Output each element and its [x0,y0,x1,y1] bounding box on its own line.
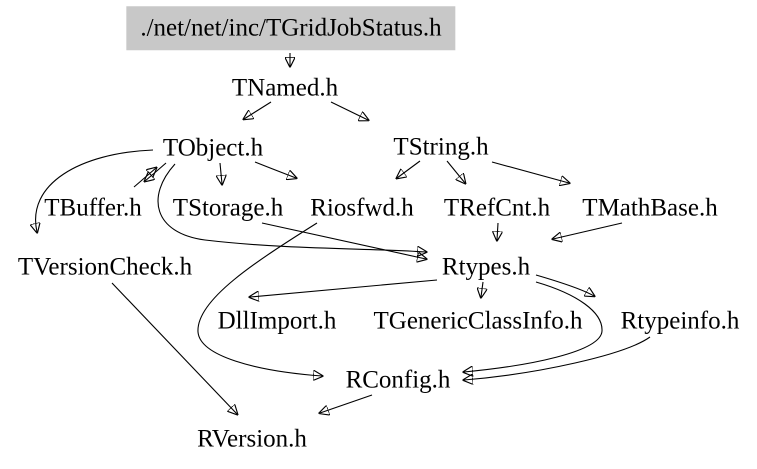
edge-tobject-tstorage [220,162,222,184]
node-tversioncheck[interactable]: TVersionCheck.h [17,253,193,281]
node-rtypes[interactable]: Rtypes.h [441,253,531,281]
node-tstring[interactable]: TString.h [393,133,489,161]
edge-rtypes-rconfig [464,281,603,372]
edge-tobject-riosfwd [254,161,296,178]
edge-tobject-tversioncheck [36,149,154,232]
edge-rtypes-tgenericclassinfo [481,281,483,297]
edge-rconfig-rversion [320,394,373,413]
node-rconfig[interactable]: RConfig.h [345,366,451,394]
node-trefcnt[interactable]: TRefCnt.h [443,194,551,222]
edge-riosfwd-rconfig [197,222,322,376]
edge-tstring-riosfwd [397,160,421,178]
edge-tobject-tbuffer [145,162,167,181]
node-rversion[interactable]: RVersion.h [197,425,307,453]
edge-rtypeinfo-rconfig [464,336,651,380]
node-tbuffer[interactable]: TBuffer.h [44,194,142,222]
node-dllimport[interactable]: DllImport.h [217,307,337,335]
edge-rtypes-dllimport [250,279,438,297]
edge-rtypes-rtypeinfo [535,274,594,296]
node-tgenericclassinfo[interactable]: TGenericClassInfo.h [373,307,583,335]
node-riosfwd[interactable]: Riosfwd.h [310,194,414,222]
edge-tstring-trefcnt [446,160,465,183]
node-rtypeinfo[interactable]: Rtypeinfo.h [620,307,740,335]
edge-tstring-tmathbase [491,161,569,183]
node-tgridjobstatus: ./net/net/inc/TGridJobStatus.h [126,6,456,50]
node-tobject[interactable]: TObject.h [162,134,264,162]
edge-tstorage-rtypes [261,222,426,259]
edge-tnamed-tstring [330,101,368,120]
edge-tbuffer-tobject [133,168,156,188]
edge-trefcnt-rtypes [497,222,498,240]
edge-tnamed-tobject [244,101,272,119]
edge-tmathbase-rtypes [553,222,623,239]
node-tmathbase[interactable]: TMathBase.h [582,194,718,222]
node-tstorage[interactable]: TStorage.h [172,194,284,222]
edge-tobject-rtypes [157,163,426,252]
node-tnamed[interactable]: TNamed.h [231,74,339,102]
edge-tversioncheck-rversion [111,282,237,414]
